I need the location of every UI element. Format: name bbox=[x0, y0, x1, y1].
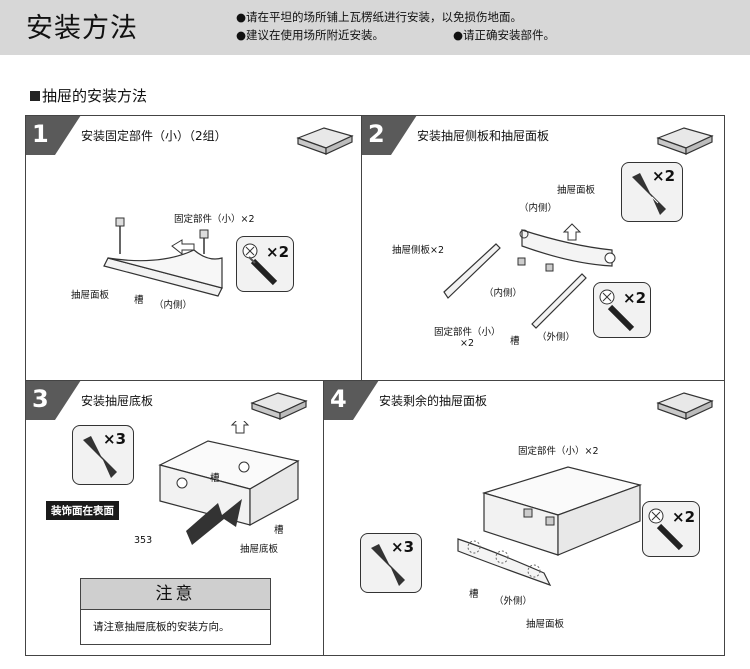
drawer-tray-icon bbox=[656, 127, 714, 155]
step-ribbon bbox=[26, 116, 81, 155]
section-title: 抽屉的安装方法 bbox=[30, 85, 147, 106]
multiplier-text: ×3 bbox=[103, 430, 127, 448]
notice-box: 注意 请注意抽屉底板的安装方向。 bbox=[80, 578, 271, 645]
step-label: 抽屉面板 bbox=[71, 290, 110, 301]
header-note-1: ●请在平坦的场所铺上瓦楞纸进行安装，以免损伤地面。 bbox=[236, 10, 523, 24]
step-label: 固定部件（小） bbox=[434, 327, 501, 338]
square-bullet-icon bbox=[30, 91, 40, 101]
screwdriver-icon: ×2 bbox=[236, 236, 294, 292]
step-label: 槽 bbox=[210, 473, 220, 484]
step-title: 安装剩余的抽屉面板 bbox=[379, 394, 488, 408]
step-label: 槽 bbox=[469, 589, 479, 600]
drawer-front-panel-illustration bbox=[457, 538, 552, 587]
drawer-tray-icon bbox=[296, 127, 354, 155]
multiplier-text: ×2 bbox=[672, 508, 696, 526]
step-label: （内侧） bbox=[484, 288, 523, 299]
page-title: 安装方法 bbox=[26, 13, 138, 44]
step-number: 1 bbox=[32, 120, 49, 148]
decor-side-tag: 装饰面在表面 bbox=[46, 501, 119, 520]
step-4-panel: 4 安装剩余的抽屉面板 固定部件（小）×2 槽 （外侧） 抽屉面板 ×3 ×2 bbox=[323, 380, 725, 656]
step-label: 抽屉面板 bbox=[557, 185, 596, 196]
screwdriver-icon: ×2 bbox=[642, 501, 700, 557]
multiplier-text: ×3 bbox=[391, 538, 415, 556]
drawer-final-assembly-illustration bbox=[481, 466, 643, 556]
step-label: （内侧） bbox=[519, 203, 558, 214]
drawer-tray-icon bbox=[656, 392, 714, 420]
section-title-text: 抽屉的安装方法 bbox=[42, 87, 148, 105]
step-label: 槽 bbox=[134, 295, 144, 306]
step-title: 安装抽屉侧板和抽屉面板 bbox=[417, 129, 550, 143]
step-label: 抽屉面板 bbox=[526, 619, 565, 630]
header-note-2: ●建议在使用场所附近安装。 bbox=[236, 28, 385, 42]
step-ribbon bbox=[324, 381, 379, 420]
multiplier-text: ×2 bbox=[266, 243, 290, 261]
step-title: 安装固定部件（小）（2组） bbox=[81, 129, 227, 143]
step-label: （外侧） bbox=[494, 596, 533, 607]
drawer-front-illustration bbox=[103, 217, 223, 297]
step-number: 4 bbox=[330, 385, 347, 413]
step-number: 2 bbox=[368, 120, 385, 148]
step-number: 3 bbox=[32, 385, 49, 413]
step-label: （内侧） bbox=[154, 300, 193, 311]
step-ribbon bbox=[26, 381, 81, 420]
multiplier-text: ×2 bbox=[652, 167, 676, 185]
step-label: 槽 bbox=[274, 525, 284, 536]
glue-bottle-icon: ×3 bbox=[360, 533, 422, 593]
screwdriver-icon: ×2 bbox=[593, 282, 651, 338]
step-2-panel: 2 安装抽屉侧板和抽屉面板 抽屉面板 （内侧） 抽屉侧板×2 （内侧） 固定部件… bbox=[361, 115, 725, 382]
step-label: 抽屉底板 bbox=[240, 544, 279, 555]
step-title: 安装抽屉底板 bbox=[81, 394, 154, 408]
glue-bottle-icon: ×2 bbox=[621, 162, 683, 222]
step-label: 抽屉侧板×2 bbox=[392, 245, 445, 256]
multiplier-text: ×2 bbox=[623, 289, 647, 307]
step-label: 槽 bbox=[510, 336, 520, 347]
step-label: 固定部件（小）×2 bbox=[174, 214, 255, 225]
step-ribbon bbox=[362, 116, 417, 155]
drawer-bottom-assembly-illustration bbox=[158, 421, 300, 545]
drawer-side-assembly-illustration bbox=[443, 223, 616, 329]
step-label: 353 bbox=[134, 535, 153, 546]
step-1-panel: 1 安装固定部件（小）（2组） 固定部件（小）×2 抽屉面板 槽 （内侧） ×2 bbox=[25, 115, 363, 382]
glue-bottle-icon: ×3 bbox=[72, 425, 134, 485]
step-label: ×2 bbox=[460, 338, 475, 349]
notice-text: 请注意抽屉底板的安装方向。 bbox=[93, 621, 230, 633]
step-label: （外侧） bbox=[537, 332, 576, 343]
header-note-3: ●请正确安装部件。 bbox=[453, 28, 556, 42]
drawer-tray-icon bbox=[250, 392, 308, 420]
notice-heading: 注意 bbox=[81, 579, 270, 610]
step-label: 固定部件（小）×2 bbox=[518, 446, 599, 457]
page-header: 安装方法 ●请在平坦的场所铺上瓦楞纸进行安装，以免损伤地面。 ●建议在使用场所附… bbox=[0, 0, 750, 55]
